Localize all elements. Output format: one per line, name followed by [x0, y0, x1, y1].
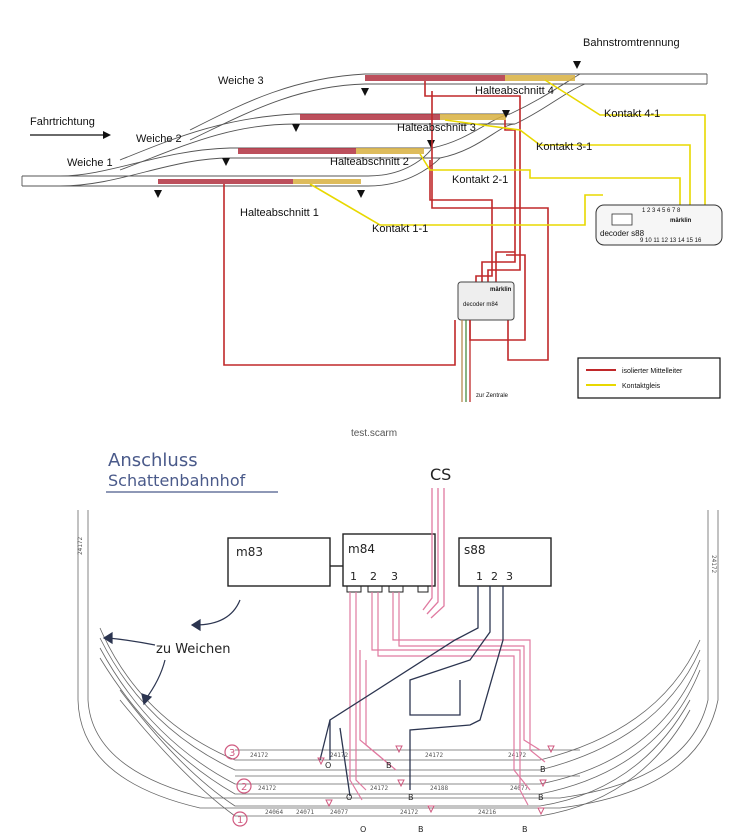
track-code: 24077	[330, 809, 348, 816]
wire-end-o: O	[325, 761, 331, 770]
decoder-s88-box: 1 2 3 4 5 6 7 8 märklin decoder s88 9 10…	[595, 204, 723, 246]
legend: isolierter Mittelleiter Kontaktgleis	[577, 357, 721, 399]
m84-port-2: 2	[370, 570, 377, 583]
contact-2-label: Kontakt 2-1	[452, 174, 508, 186]
top-labels: Weiche 1 Weiche 2 Weiche 3 Halteabschnit…	[67, 37, 680, 235]
track-code: 24188	[430, 785, 448, 792]
legend-yellow-label: Kontaktgleis	[622, 383, 661, 390]
switch-3-label: Weiche 3	[218, 75, 264, 87]
wire-end-b: B	[540, 765, 546, 774]
decoder-m84-box: märklin decoder m84	[457, 281, 515, 321]
track-code: 24172	[258, 785, 276, 792]
track-code: 24216	[478, 809, 496, 816]
top-wiring-diagram: Fahrtrichtung	[21, 37, 723, 402]
switch-1-label: Weiche 1	[67, 157, 113, 169]
stop-section-3-label: Halteabschnitt 3	[397, 122, 476, 134]
track-code: 24077	[510, 785, 528, 792]
s88-port-1: 1	[476, 570, 483, 583]
stop-section-1-label: Halteabschnitt 1	[240, 207, 319, 219]
s88-top-numbers: 1 2 3 4 5 6 7 8	[642, 208, 681, 214]
track-number-3: 3	[229, 748, 235, 759]
track-number-2: 2	[241, 782, 247, 793]
legend-red-label: isolierter Mittelleiter	[622, 368, 683, 375]
track-number-badges: 3 2 1	[224, 744, 252, 827]
main-track	[21, 175, 368, 187]
switches-note: zu Weichen	[156, 642, 231, 657]
wire-end-b: B	[522, 825, 528, 834]
switch-2-label: Weiche 2	[136, 133, 182, 145]
yard-tracks	[77, 510, 719, 817]
track-code: 24172	[710, 555, 717, 573]
track-code: 24172	[425, 752, 443, 759]
track-code: 24172	[400, 809, 418, 816]
box-s88: s88 1 2 3	[458, 537, 552, 587]
m84-brand: märklin	[490, 287, 512, 293]
stop-section-4-label: Halteabschnitt 4	[475, 85, 554, 97]
s88-wires	[319, 586, 504, 797]
to-central-label: zur Zentrale	[476, 393, 509, 399]
m84-port-3: 3	[391, 570, 398, 583]
sketch-title-line1: Anschluss	[108, 450, 198, 471]
track-code: 24172	[370, 785, 388, 792]
yard-track-codes: 24172 24172 24172 24172 24172 24172 2418…	[77, 537, 717, 816]
note-arrows	[102, 599, 241, 706]
stop-section-highlights	[158, 75, 575, 184]
box-s88-label: s88	[464, 543, 486, 557]
track-code: 24172	[250, 752, 268, 759]
m84-title: decoder m84	[463, 302, 499, 308]
box-m83-label: m83	[236, 545, 263, 559]
central-wires	[461, 320, 471, 402]
bottom-sketch: Anschluss Schattenbahnhof CS 24172 24172…	[77, 450, 719, 834]
box-m83: m83	[227, 537, 331, 587]
track-code: 24172	[77, 537, 84, 555]
s88-bottom-numbers: 9 10 11 12 13 14 15 16	[640, 238, 702, 244]
box-m84: m84 1 2 3	[342, 533, 436, 593]
wire-end-o: O	[346, 793, 352, 802]
caption: test.scarm	[351, 428, 397, 439]
track-code: 24071	[296, 809, 314, 816]
s88-title: decoder s88	[600, 229, 645, 238]
wire-end-b: B	[418, 825, 424, 834]
m84-wires	[349, 592, 546, 806]
wire-end-markers: O B B O B B O B B	[317, 745, 555, 834]
track-code: 24172	[330, 752, 348, 759]
direction-label: Fahrtrichtung	[30, 116, 95, 128]
stop-section-2-label: Halteabschnitt 2	[330, 156, 409, 168]
contact-1-label: Kontakt 1-1	[372, 223, 428, 235]
contact-3-label: Kontakt 3-1	[536, 141, 592, 153]
power-break-label: Bahnstromtrennung	[583, 37, 680, 49]
box-m84-label: m84	[348, 542, 375, 556]
sketch-title-line2: Schattenbahnhof	[108, 471, 246, 490]
wire-end-b: B	[538, 793, 544, 802]
contact-4-label: Kontakt 4-1	[604, 108, 660, 120]
track-number-1: 1	[237, 815, 243, 826]
direction-arrow-icon	[30, 131, 111, 139]
wire-end-b: B	[386, 761, 392, 770]
s88-port-3: 3	[506, 570, 513, 583]
separation-marker-icons	[154, 61, 581, 198]
red-wires	[223, 81, 549, 366]
m84-port-1: 1	[350, 570, 357, 583]
cs-wires	[422, 488, 445, 619]
track-code: 24064	[265, 809, 283, 816]
wire-end-b: B	[408, 793, 414, 802]
track-code: 24172	[508, 752, 526, 759]
cs-label: CS	[430, 465, 451, 484]
yellow-wires	[309, 79, 706, 226]
wire-end-o: O	[360, 825, 366, 834]
s88-brand: märklin	[670, 218, 692, 224]
s88-port-2: 2	[491, 570, 498, 583]
